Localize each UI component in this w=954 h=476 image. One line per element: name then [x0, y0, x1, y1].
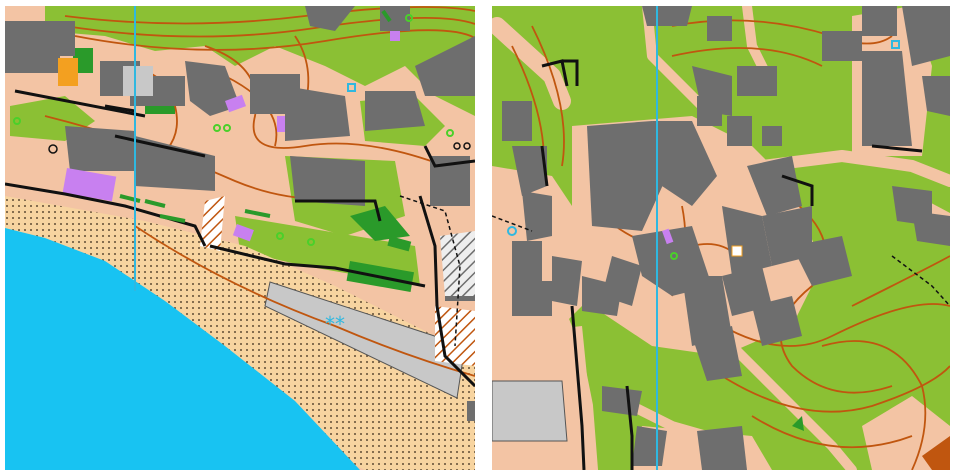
sea: [5, 228, 360, 470]
purple-area: [662, 228, 674, 245]
dark-green-area: [387, 236, 412, 252]
right-map-panel: [492, 6, 950, 470]
walls: [540, 59, 923, 470]
hatched-area: [440, 231, 475, 296]
concrete-outline: [492, 380, 568, 442]
vegetation-dashes: [119, 9, 392, 223]
star-symbol: **: [325, 312, 345, 336]
paved-area: [862, 396, 950, 470]
dashed-walls: [399, 195, 461, 347]
beach-dot-pattern: [5, 196, 475, 470]
circle-symbol: [507, 226, 517, 236]
hatched-area: [200, 196, 225, 251]
circle-symbol: [48, 142, 471, 154]
square-symbol: [891, 40, 900, 49]
left-map-svg: **: [5, 6, 475, 470]
circle-symbol: [13, 14, 454, 246]
concrete-area: [492, 381, 567, 441]
concrete-area: [123, 66, 153, 96]
dashed-walls: [492, 215, 950, 307]
left-map-panel: **: [5, 6, 475, 470]
orange-area: [58, 58, 78, 86]
dark-green-area: [792, 416, 804, 431]
dark-green-area: [350, 206, 410, 241]
circle-symbol: [670, 252, 678, 260]
right-map-svg: [492, 6, 950, 470]
buildings: [502, 6, 950, 470]
open-area-marker: [731, 245, 743, 257]
forest-area: [45, 6, 475, 116]
square-symbol: [347, 83, 356, 92]
orange-area: [922, 436, 950, 470]
purple-areas: [62, 31, 400, 242]
walls: [5, 89, 475, 388]
